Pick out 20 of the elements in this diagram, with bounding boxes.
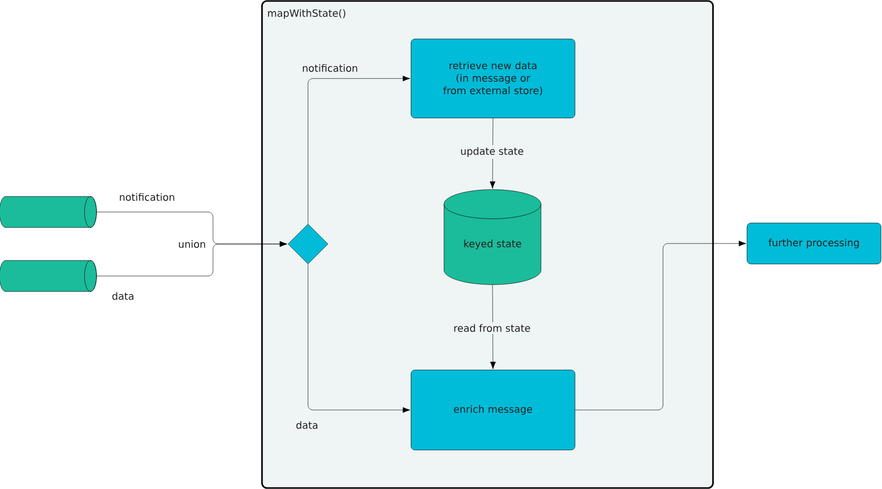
edge-label: notification xyxy=(300,62,360,74)
edge-label: read from state xyxy=(451,322,533,334)
arrow xyxy=(308,264,410,413)
process-box: retrieve new data (in message or from external store) xyxy=(410,38,576,118)
database-cylinder: keyed state xyxy=(444,189,542,285)
arrow xyxy=(96,241,288,276)
arrow xyxy=(490,284,496,370)
decision-diamond xyxy=(288,224,328,264)
merge-label: union xyxy=(177,239,207,249)
edge-label: notification xyxy=(117,191,178,203)
process-box: further processing xyxy=(746,222,882,264)
edge-label: data xyxy=(294,419,320,431)
process-box: enrich message xyxy=(410,370,576,450)
arrow xyxy=(575,240,746,410)
edge-label: data xyxy=(110,290,136,302)
arrow xyxy=(490,118,496,189)
queue-cylinder xyxy=(0,196,97,228)
arrow xyxy=(308,76,410,224)
queue-cylinder xyxy=(0,260,97,292)
edge-label: update state xyxy=(458,145,526,159)
